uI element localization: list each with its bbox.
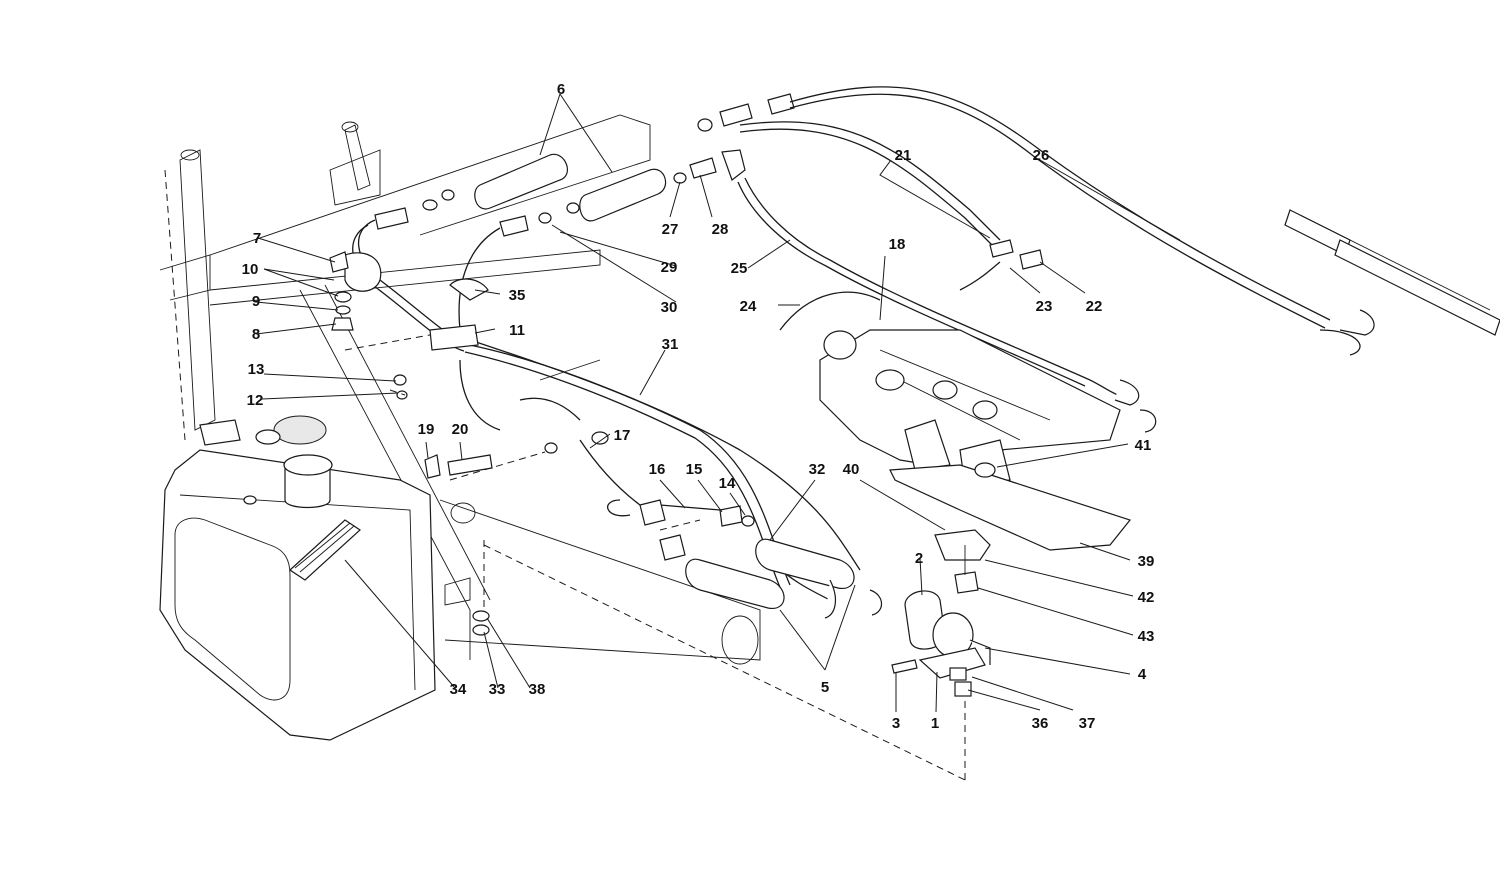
fuel-pumps: [639, 499, 883, 619]
label-19: 19: [418, 421, 435, 438]
label-14: 14: [719, 475, 736, 492]
label-36: 36: [1032, 715, 1049, 732]
label-13: 13: [248, 361, 265, 378]
label-26: 26: [1033, 147, 1050, 164]
label-16: 16: [649, 461, 666, 478]
label-38: 38: [529, 681, 546, 698]
label-11: 11: [509, 322, 525, 339]
callout-labels: 6 7 10 9 8 35 11 13 12 19 20 27 28 29 30…: [242, 81, 1155, 732]
label-17: 17: [614, 427, 631, 444]
small-fittings: [329, 239, 1044, 636]
label-23: 23: [1036, 298, 1053, 315]
heat-shield: [889, 462, 1132, 594]
fuel-filters: [374, 93, 795, 237]
label-9: 9: [252, 293, 260, 310]
label-34: 34: [450, 681, 467, 698]
label-42: 42: [1138, 589, 1155, 606]
label-32: 32: [809, 461, 826, 478]
label-4: 4: [1138, 666, 1147, 683]
label-15: 15: [686, 461, 703, 478]
label-29: 29: [661, 259, 678, 276]
label-21: 21: [895, 147, 912, 164]
label-12: 12: [247, 392, 264, 409]
label-35: 35: [509, 287, 526, 304]
label-8: 8: [252, 326, 260, 343]
label-43: 43: [1138, 628, 1155, 645]
fuel-rail: [1284, 209, 1500, 336]
label-5: 5: [821, 679, 829, 696]
label-41: 41: [1135, 437, 1152, 454]
label-2: 2: [915, 550, 923, 567]
label-37: 37: [1079, 715, 1096, 732]
label-6: 6: [557, 81, 565, 98]
label-25: 25: [731, 260, 748, 277]
label-22: 22: [1086, 298, 1103, 315]
label-1: 1: [931, 715, 939, 732]
leader-lines: [255, 93, 1181, 713]
label-20: 20: [452, 421, 469, 438]
label-3: 3: [892, 715, 900, 732]
label-28: 28: [712, 221, 729, 238]
intake-manifold: [819, 329, 1157, 486]
label-27: 27: [662, 221, 679, 238]
label-31: 31: [662, 336, 679, 353]
chassis-frame: [159, 114, 761, 665]
assembly-dashes: [344, 334, 966, 781]
label-24: 24: [740, 298, 757, 315]
label-30: 30: [661, 299, 678, 316]
fuel-tank: [159, 415, 436, 741]
label-40: 40: [843, 461, 860, 478]
label-18: 18: [889, 236, 906, 253]
label-7: 7: [253, 230, 261, 247]
label-10: 10: [242, 261, 259, 278]
label-33: 33: [489, 681, 506, 698]
label-39: 39: [1138, 553, 1155, 570]
pump-mount: [891, 590, 991, 697]
